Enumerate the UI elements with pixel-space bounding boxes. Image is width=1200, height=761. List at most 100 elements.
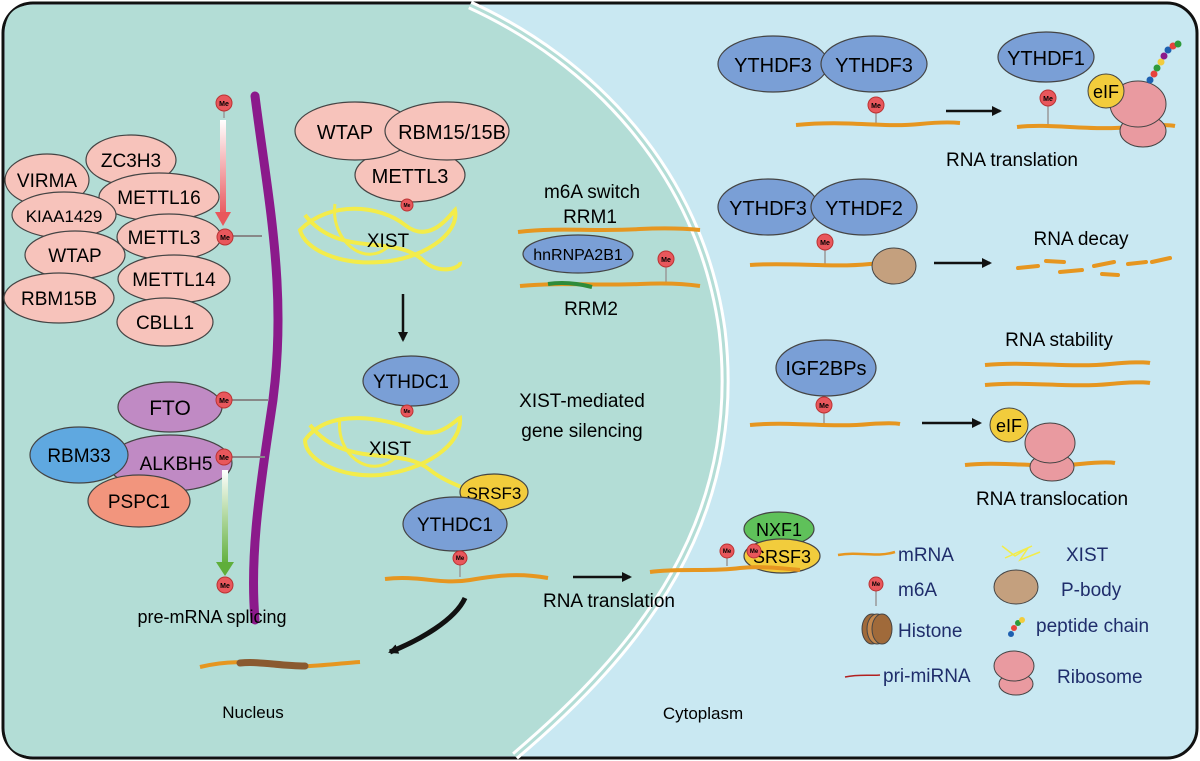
svg-text:Me: Me (404, 203, 411, 209)
legend-xist-swatch (1001, 545, 1041, 562)
me-marker: Me (816, 233, 834, 265)
me-marker: Me (719, 543, 735, 566)
mettl16-label: METTL16 (117, 188, 200, 209)
eif-node (1087, 73, 1125, 109)
wtap-complex-label: WTAP (48, 246, 101, 267)
svg-text:Me: Me (750, 549, 759, 555)
translocation-mrna (964, 460, 1116, 468)
stable-mrna-1 (984, 360, 1151, 368)
me-marker: Me (215, 448, 233, 466)
hnrnpa2b1-label: hnRNPA2B1 (533, 247, 623, 264)
nucleus-label: Nucleus (222, 703, 283, 722)
mettl3-complex-label: METTL3 (128, 228, 201, 249)
me-marker: Me (215, 94, 233, 118)
ythdf2-label: YTHDF2 (825, 198, 903, 220)
rbm15-label: RBM15/15B (398, 122, 506, 144)
ythdc1-label-2: YTHDC1 (417, 515, 493, 536)
ythdf1-label: YTHDF1 (1007, 48, 1085, 70)
eif-node-2 (989, 407, 1029, 443)
legend-mrna: mRNA (898, 545, 954, 566)
cytoplasm-translation-label: RNA translation (946, 150, 1078, 171)
legend-ribosome-swatch (993, 650, 1035, 696)
methylation-arrow (220, 120, 226, 216)
m6a-switch-label: m6A switch (544, 182, 640, 203)
me-marker: Me (657, 250, 675, 282)
me-marker: Me (215, 391, 233, 409)
rrm2-label: RRM2 (564, 299, 618, 320)
nxf1-label: NXF1 (756, 520, 802, 540)
hnrnpa2b1-node (522, 234, 634, 274)
me-marker: Me (216, 576, 234, 594)
stability-label: RNA stability (1005, 330, 1113, 351)
ythdf3-label-3: YTHDF3 (729, 198, 807, 220)
mettl14-label: METTL14 (132, 270, 216, 291)
eif-label-2: eIF (996, 416, 1022, 436)
fto-label: FTO (149, 397, 191, 420)
decay-label: RNA decay (1033, 229, 1129, 250)
legend-m6a-swatch (868, 576, 884, 592)
alkbh5-label: ALKBH5 (140, 454, 213, 475)
silencing-label-line1: XIST-mediated (519, 391, 645, 412)
pspc1-label: PSPC1 (108, 492, 170, 513)
svg-text:Me: Me (1043, 96, 1053, 103)
stable-mrna-2 (984, 380, 1151, 388)
xist-rna-2: XIST (302, 415, 481, 497)
legend-peptide: peptide chain (1036, 616, 1149, 637)
srsf3-label: SRSF3 (467, 484, 522, 503)
me-marker: Me (746, 543, 762, 559)
me-marker: Me (452, 550, 468, 577)
ythdf1-mrna-left (795, 120, 961, 128)
ythdf3-label-2: YTHDF3 (835, 55, 913, 77)
rbm15b-label: RBM15B (21, 289, 97, 310)
xist-rna: XIST (297, 203, 462, 272)
svg-text:Me: Me (871, 103, 881, 110)
rrm1-label: RRM1 (563, 207, 617, 228)
peptide-chain (1146, 40, 1182, 84)
svg-text:Me: Me (456, 556, 465, 562)
svg-text:Me: Me (723, 549, 732, 555)
legend-primirna-swatch (844, 674, 881, 678)
legend-mrna-swatch (837, 550, 896, 557)
nuclear-translation-label: RNA translation (543, 591, 675, 612)
ribosome-2 (1024, 422, 1076, 482)
legend-primirna: pri-miRNA (883, 666, 971, 687)
mettl3-label: METTL3 (372, 166, 449, 188)
legend-m6a: m6A (898, 580, 937, 601)
zc3h3-label: ZC3H3 (101, 151, 161, 172)
me-marker: Me (815, 396, 833, 425)
svg-text:Me: Me (820, 240, 830, 247)
legend-xist: XIST (1066, 545, 1109, 566)
splicing-label: pre-mRNA splicing (137, 607, 286, 627)
svg-text:Me: Me (220, 235, 230, 242)
p-body (871, 247, 917, 285)
cbll1-label: CBLL1 (136, 313, 194, 334)
translocation-label: RNA translocation (976, 489, 1128, 510)
writer-complex: ZC3H3 VIRMA METTL16 KIAA1429 METTL3 WTAP… (3, 134, 262, 347)
kiaa1429-label: KIAA1429 (26, 207, 103, 226)
me-marker: Me (400, 198, 414, 212)
me-marker: Me (1039, 89, 1057, 125)
me-marker: Me (400, 404, 414, 418)
svg-text:Me: Me (872, 582, 881, 588)
svg-text:Me: Me (220, 583, 230, 590)
silencing-label-line2: gene silencing (521, 421, 642, 442)
svg-text:Me: Me (219, 455, 229, 462)
eraser-complex: FTO ALKBH5 RBM33 PSPC1 (29, 381, 268, 528)
degraded-rna (1016, 256, 1172, 277)
me-marker: Me (216, 228, 234, 246)
legend-histone-swatch (861, 613, 893, 645)
ythdf3-label-1: YTHDF3 (734, 55, 812, 77)
legend-pbody-swatch (993, 569, 1039, 605)
svg-text:Me: Me (819, 403, 829, 410)
ythdc1-node-2 (402, 496, 508, 552)
virma-label: VIRMA (17, 171, 78, 192)
legend-ribosome: Ribosome (1057, 667, 1143, 688)
svg-text:Me: Me (661, 257, 671, 264)
wtap-label: WTAP (317, 122, 373, 144)
svg-text:Me: Me (219, 398, 229, 405)
legend-pbody: P-body (1061, 580, 1122, 601)
legend-peptide-swatch (1008, 617, 1025, 637)
xist-label-2: XIST (369, 439, 412, 460)
cyto-srsf3-label: SRSF3 (753, 547, 811, 567)
